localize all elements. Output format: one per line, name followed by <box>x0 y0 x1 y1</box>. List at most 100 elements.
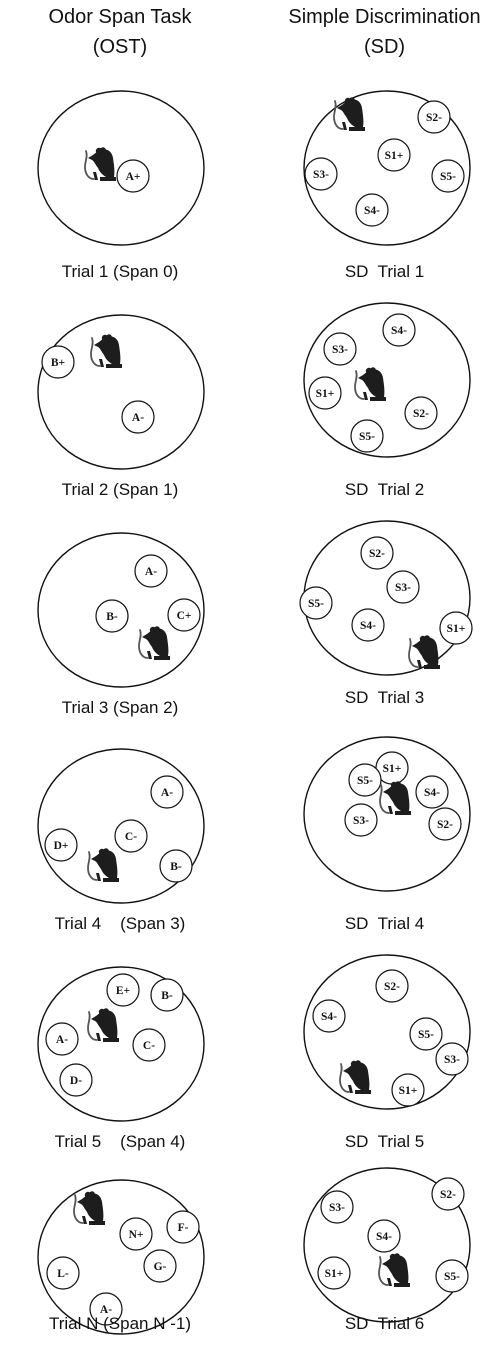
odor-cup-label: S5- <box>308 598 324 610</box>
ost-caption-trial-1: Trial 1 (Span 0) <box>61 262 179 281</box>
odor-cup: S4- <box>355 193 389 227</box>
odor-cup: B- <box>150 978 184 1012</box>
odor-cup-label: S3- <box>329 1202 345 1214</box>
odor-cup-label: C- <box>125 831 137 843</box>
odor-cup-label: S3- <box>332 344 348 356</box>
ost-caption-trial-5: Trial 5 (Span 4) <box>54 1132 186 1151</box>
sd-caption-trial-6: SD Trial 6 <box>344 1314 425 1333</box>
odor-cup: S5- <box>348 763 382 797</box>
odor-cup: S3- <box>323 332 357 366</box>
odor-cup-label: S2- <box>413 408 429 420</box>
sd-arena-boundary <box>303 302 471 458</box>
ost-title: Odor Span Task <box>48 6 192 28</box>
odor-cup: B- <box>95 599 129 633</box>
odor-cup: A- <box>134 554 168 588</box>
ost-caption-trial-2: Trial 2 (Span 1) <box>61 480 179 499</box>
odor-cup: B+ <box>41 345 75 379</box>
ost-arena-trial-4: A-D+C-B- <box>37 748 205 904</box>
odor-cup-label: S4- <box>376 1231 392 1243</box>
ost-caption-trial-3: Trial 3 (Span 2) <box>61 698 179 717</box>
odor-cup-label: A- <box>145 566 157 578</box>
sd-arena-trial-6: S3- S2- S4- S1+ S5- <box>303 1167 471 1323</box>
odor-cup: C- <box>114 819 148 853</box>
sd-caption-trial-1: SD Trial 1 <box>344 262 425 281</box>
odor-cup: S1+ <box>439 611 473 645</box>
odor-cup: S4- <box>415 775 449 809</box>
ost-arena-boundary <box>37 90 205 246</box>
odor-cup-label: S1+ <box>399 1085 418 1097</box>
odor-cup: S5- <box>409 1017 443 1051</box>
odor-cup-label: S3- <box>395 582 411 594</box>
odor-cup: S2- <box>375 969 409 1003</box>
odor-cup-label: F- <box>178 1222 189 1234</box>
odor-cup-label: C+ <box>177 610 192 622</box>
odor-cup-label: B- <box>161 990 173 1002</box>
rat-icon <box>87 848 119 882</box>
rat-icon <box>84 147 116 181</box>
sd-arena-trial-2: S4- S3- S1+ S2- S5- <box>303 302 471 458</box>
odor-cup: S5- <box>435 1259 469 1293</box>
odor-cup-label: S5- <box>357 775 373 787</box>
odor-cup: S4- <box>382 313 416 347</box>
odor-cup: S3- <box>320 1190 354 1224</box>
rat-icon <box>408 635 440 669</box>
ost-arena-trial-1: A+ <box>37 90 205 246</box>
odor-cup-label: S4- <box>391 325 407 337</box>
odor-cup: S2- <box>431 1177 465 1211</box>
odor-cup: S3- <box>435 1042 469 1076</box>
ost-caption-trial-n: Trial N (Span N -1) <box>48 1314 191 1333</box>
odor-cup: S4- <box>367 1219 401 1253</box>
odor-cup-label: S3- <box>444 1054 460 1066</box>
odor-cup: S3- <box>386 570 420 604</box>
ost-arena-trial-n: N+F-L-G-A- <box>37 1179 205 1335</box>
odor-cup-label: S2- <box>437 819 453 831</box>
odor-cup-label: A- <box>161 787 173 799</box>
odor-cup: S1+ <box>391 1073 425 1107</box>
sd-arena-trial-5: S2-S4-S5-S3-S1+ <box>303 954 471 1110</box>
sd-caption-trial-4: SD Trial 4 <box>344 914 425 933</box>
odor-cup: S4- <box>351 608 385 642</box>
sd-arena-boundary <box>303 90 471 246</box>
ost-arena-boundary <box>37 1179 205 1335</box>
sd-arena-boundary <box>303 736 471 892</box>
odor-cup-label: B- <box>106 611 118 623</box>
odor-cup: S1+ <box>375 751 409 785</box>
odor-cup-label: S1+ <box>383 763 402 775</box>
odor-cup-label: S1+ <box>316 388 335 400</box>
rat-icon <box>354 367 386 401</box>
sd-arena-boundary <box>303 1167 471 1323</box>
odor-cup-label: A+ <box>126 171 141 183</box>
odor-cup: N+ <box>119 1217 153 1251</box>
rat-icon <box>87 1008 119 1042</box>
ost-arena-trial-2: B+ A- <box>37 314 205 470</box>
odor-cup: S1+ <box>317 1256 351 1290</box>
odor-cup-label: S1+ <box>447 623 466 635</box>
sd-caption-trial-5: SD Trial 5 <box>344 1132 425 1151</box>
odor-cup: S3- <box>344 803 378 837</box>
rat-icon <box>138 626 170 660</box>
odor-cup: D- <box>59 1063 93 1097</box>
ost-arena-trial-5: E+B-A-C-D- <box>37 966 205 1122</box>
odor-cup: A- <box>89 1292 123 1326</box>
odor-cup-label: B+ <box>51 357 65 369</box>
sd-caption-trial-2: SD Trial 2 <box>344 480 425 499</box>
odor-cup: S5- <box>299 586 333 620</box>
odor-cup: A- <box>121 400 155 434</box>
odor-cup: A- <box>150 775 184 809</box>
rat-icon <box>90 334 122 368</box>
odor-cup: S2- <box>417 100 451 134</box>
odor-cup-label: A- <box>132 412 144 424</box>
odor-cup-label: S5- <box>359 431 375 443</box>
sd-caption-trial-3: SD Trial 3 <box>344 688 425 707</box>
odor-cup: S5- <box>350 419 384 453</box>
odor-cup-label: S2- <box>440 1189 456 1201</box>
sd-arena-trial-1: S2-S1+S3-S5-S4- <box>303 90 471 246</box>
odor-cup: S2- <box>360 536 394 570</box>
rat-icon <box>378 1253 410 1287</box>
odor-cup: C+ <box>167 598 201 632</box>
ost-arena-boundary <box>37 966 205 1122</box>
odor-cup-label: S1+ <box>385 150 404 162</box>
odor-cup-label: G- <box>154 1261 167 1273</box>
odor-cup-label: S3- <box>353 815 369 827</box>
ost-caption-trial-4: Trial 4 (Span 3) <box>54 914 186 933</box>
